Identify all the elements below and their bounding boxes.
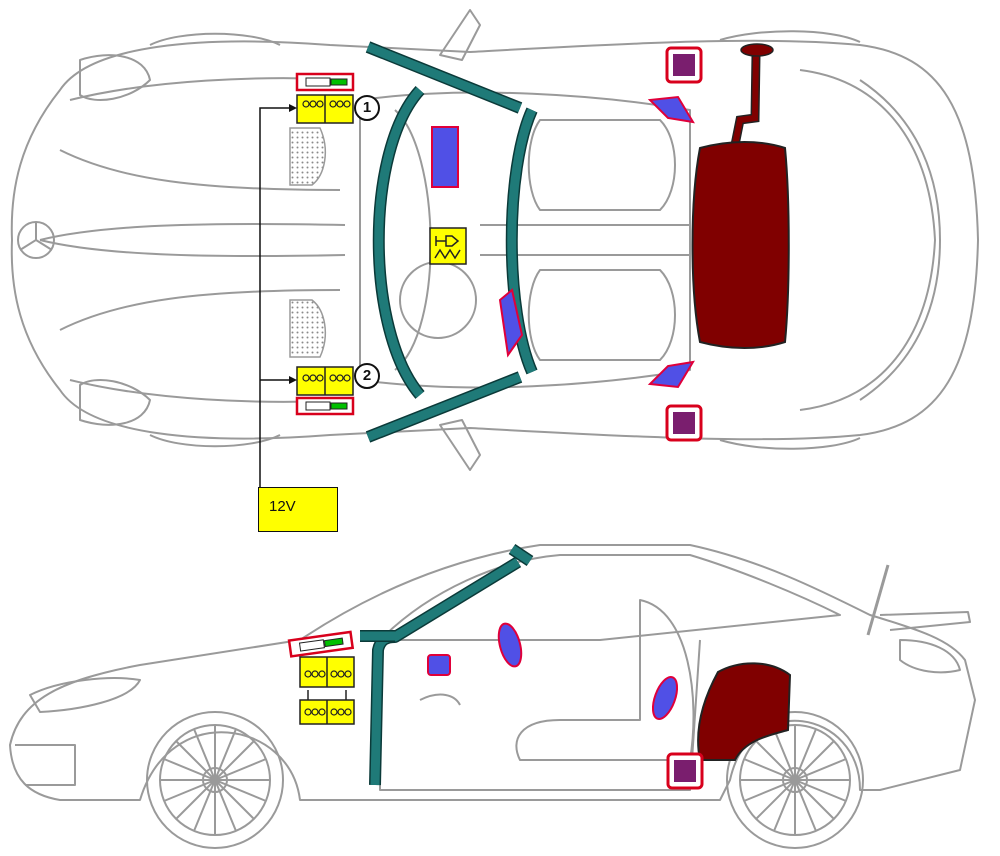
wheel-rear-left	[719, 30, 861, 43]
pillar-reinforcement	[365, 41, 538, 443]
battery-icon	[296, 94, 354, 396]
star-emblem-icon	[17, 221, 55, 259]
airbag-icon	[427, 622, 679, 720]
sensor-icon	[666, 752, 704, 790]
gas-generator-icon	[429, 227, 467, 265]
seat-right	[527, 269, 676, 361]
antenna	[866, 564, 890, 636]
fuse-icon	[287, 630, 355, 658]
fuse-icon	[295, 72, 355, 416]
vent-mesh	[289, 299, 327, 358]
pillar-reinforcement	[360, 544, 534, 786]
hood-bulge	[59, 289, 341, 331]
steering-wheel	[399, 261, 477, 339]
airbag-icon	[431, 95, 695, 389]
battery-icon	[299, 656, 355, 725]
door-handle	[419, 693, 461, 706]
sensor-icon	[665, 46, 703, 442]
arrow-head	[289, 104, 297, 384]
mirror-left	[439, 9, 481, 61]
trunk-outline	[799, 69, 936, 411]
wheel-rear-right	[719, 437, 861, 450]
wheel-front-right	[149, 434, 281, 448]
wheel-front-left	[149, 32, 281, 46]
side-headlight	[29, 677, 141, 713]
side-body-outline	[9, 544, 976, 801]
front-bumper	[15, 744, 76, 786]
headlight-left	[79, 54, 151, 101]
wheel-front	[146, 711, 284, 849]
spoiler	[879, 611, 971, 631]
callout-1: 1	[354, 95, 380, 121]
wheel-rear	[726, 711, 864, 849]
rear-line	[859, 79, 941, 401]
fuel-tank-icon	[691, 43, 790, 349]
leader-line	[259, 107, 292, 487]
tail-light	[899, 639, 961, 674]
hood-ridge	[39, 239, 346, 258]
headlight-right	[79, 379, 151, 426]
vent-mesh	[289, 127, 327, 186]
seat-left	[527, 119, 676, 211]
dashboard	[394, 109, 432, 371]
hood-bulge	[59, 149, 341, 191]
top-body-outline	[10, 39, 979, 441]
side-window	[379, 554, 841, 641]
callout-2: 2	[354, 363, 380, 389]
hood-ridge	[39, 222, 346, 241]
fuel-tank-icon	[697, 662, 792, 761]
voltage-label: 12V	[258, 487, 338, 532]
mirror-right	[439, 419, 481, 471]
top-view-car	[10, 9, 979, 471]
